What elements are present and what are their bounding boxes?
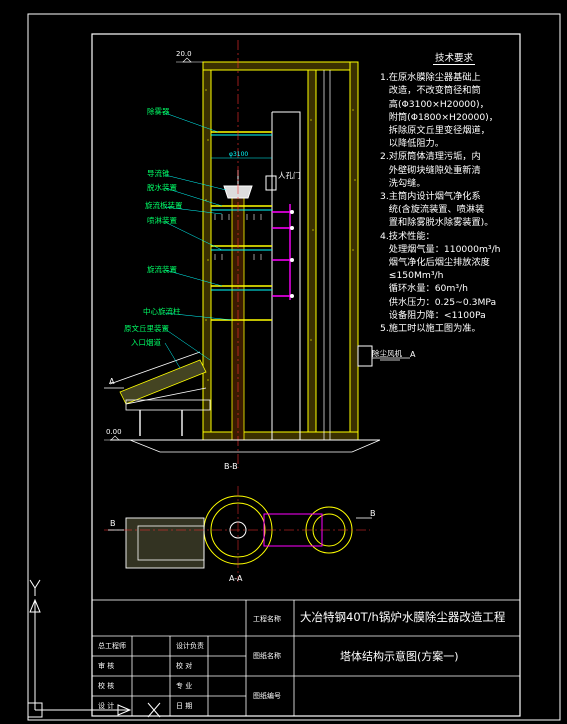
tech-line: 5.施工时以施工图为准。: [380, 323, 481, 335]
tech-line: 3.主筒内设计烟气净化系: [380, 191, 481, 203]
callout-7: 原文丘里装置: [124, 324, 169, 333]
marker-a-right: A: [410, 350, 416, 359]
tech-line: 洗勾缝。: [380, 177, 426, 189]
marker-a-left: A: [109, 377, 115, 386]
tech-line: 置和除雾脱水除雾装置)。: [380, 217, 494, 229]
project-label: 工程名称: [253, 615, 281, 623]
tech-line: 处理烟气量：110000m³/h: [380, 243, 501, 255]
elevation-top-marker: [176, 57, 203, 63]
tech-line: 烟气净化后烟尘排放浓度: [380, 257, 490, 269]
plan-section: [104, 486, 372, 582]
signature-label: 日 期: [176, 702, 193, 710]
top-wall: [202, 61, 359, 71]
tech-line: 改造，不改变筒径和筒: [380, 85, 481, 97]
project-name: 大冶特钢40T/h锅炉水膜除尘器改造工程: [300, 610, 506, 624]
marker-b-right: B: [370, 509, 376, 518]
inlet-duct: [109, 351, 211, 436]
signature-label: 设计负责: [176, 642, 204, 650]
marker-b-left: B: [110, 519, 116, 528]
section-aa-label: A-A: [229, 574, 243, 583]
tower-elevation: [104, 40, 410, 468]
tech-line: 统(含旋流装置、喷淋装: [380, 204, 485, 216]
drawing-label: 图纸名称: [253, 652, 281, 660]
tech-line: 循环水量：60m³/h: [380, 283, 468, 295]
signature-label: 专 业: [176, 682, 193, 690]
side-wall-right: [349, 61, 359, 441]
ucs-icon: [27, 579, 161, 718]
callout-1: 导流锥: [147, 169, 170, 178]
tech-line: 1.在原水膜除尘器基础上: [380, 72, 481, 84]
number-label: 图纸编号: [253, 692, 281, 700]
section-bb-label: B-B: [224, 462, 238, 471]
callout-4: 喷淋装置: [147, 216, 177, 225]
tech-line: 附筒(Φ1800×H20000)，: [380, 111, 498, 123]
elevation-top-text: 20.0: [176, 50, 192, 58]
elevation-bottom-marker: [104, 435, 130, 441]
callout-3: 旋流板装置: [145, 201, 183, 210]
tech-line: 2.对原筒体清理污垢，内: [380, 151, 481, 163]
signature-label: 设 计: [98, 702, 115, 710]
drawing-name: 塔体结构示意图(方案一): [340, 650, 459, 663]
tech-line: 高(Φ3100×H20000)，: [380, 98, 489, 110]
tech-line: 拆除原文丘里变径烟道，: [380, 125, 490, 137]
manhole-label: 人孔门: [278, 171, 301, 180]
title-block: [91, 599, 521, 717]
signature-label: 校 对: [176, 662, 193, 670]
callout-5: 旋流装置: [147, 265, 177, 274]
callout-2: 脱水装置: [147, 183, 177, 192]
signature-label: 审 核: [98, 662, 115, 670]
tech-line: 外壁砌块缝隙处重新清: [380, 164, 481, 176]
outer-frame: [27, 13, 561, 721]
main-wall-left: [202, 61, 212, 441]
callout-6: 中心旋流柱: [143, 307, 181, 316]
tech-line: 4.技术性能：: [380, 230, 435, 242]
dimension-text: φ3100: [229, 151, 249, 158]
tech-line: 设备阻力降：<1100Pa: [380, 309, 486, 321]
tech-line: 供水压力：0.25~0.3MPa: [380, 296, 497, 308]
elevation-bottom-text: 0.00: [106, 428, 122, 436]
callout-0: 除雾器: [147, 107, 170, 116]
tech-title: 技术要求: [432, 53, 475, 65]
signature-label: 总工程师: [98, 642, 126, 650]
callout-8: 入口烟道: [131, 338, 161, 347]
signature-label: 校 核: [98, 682, 115, 690]
tech-line: 以降低阻力。: [380, 138, 444, 150]
technical-requirements: 技术要求 1.在原水膜除尘器基础上 改造，不改变筒径和筒 高(Φ3100×H20…: [380, 52, 530, 335]
tech-line: ≤150Mm³/h: [380, 270, 444, 282]
base-slab: [202, 431, 359, 441]
partition-wall: [307, 69, 317, 441]
fan-label: 除尘风机: [372, 349, 402, 358]
